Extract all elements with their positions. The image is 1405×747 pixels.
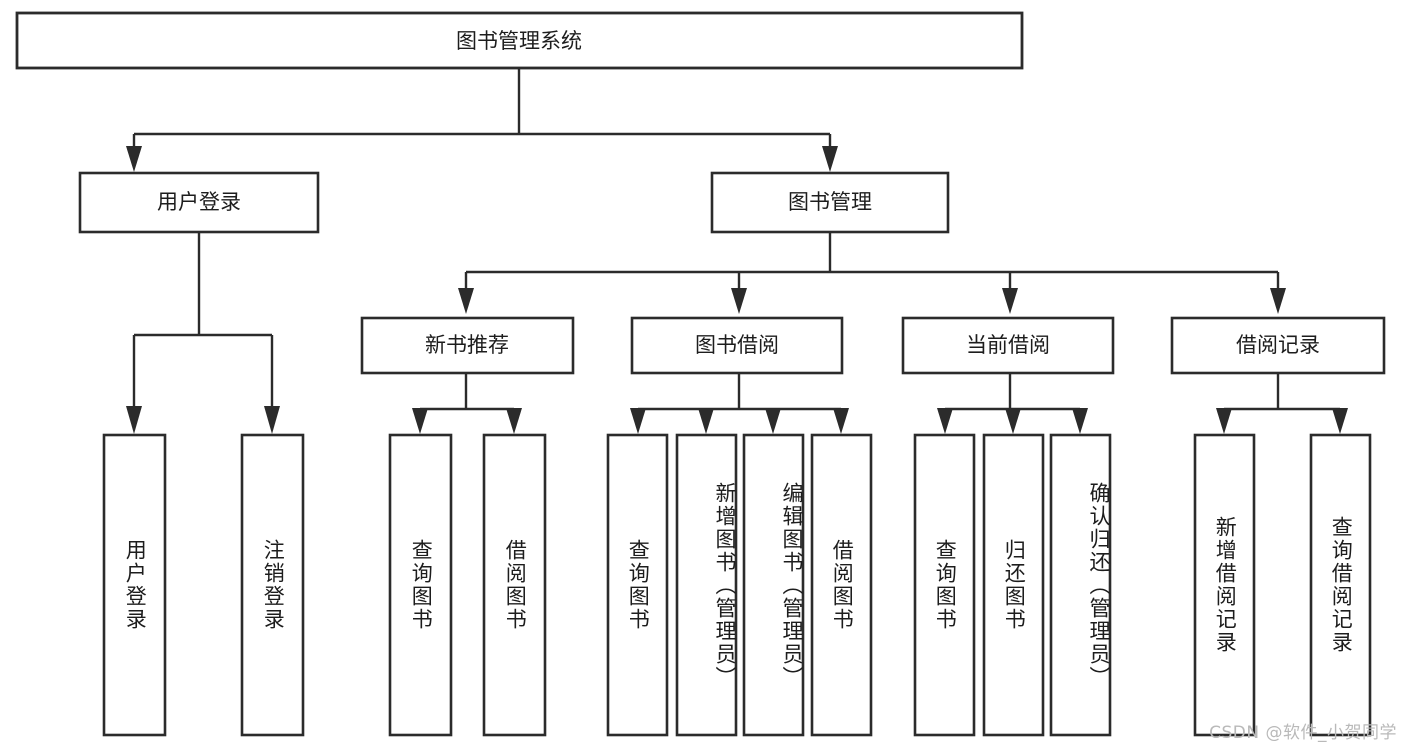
leaf-query-book-a-box[interactable]: [388, 433, 453, 737]
node-book-borrow-label: 图书借阅: [695, 333, 779, 357]
node-new-book-rec-label: 新书推荐: [425, 333, 509, 357]
leaf-borrow-book-a-box[interactable]: [482, 433, 547, 737]
arrow-head-icon: [1270, 288, 1286, 314]
arrow-head-icon: [731, 288, 747, 314]
arrow-head-icon: [458, 288, 474, 314]
connector-group-book-manage: [458, 232, 1286, 314]
leaf-box-group: [102, 433, 1372, 737]
node-borrow-record-box[interactable]: [1170, 316, 1386, 375]
arrow-head-icon: [126, 406, 142, 434]
arrow-head-icon: [1005, 408, 1021, 434]
node-book-manage-box[interactable]: [710, 171, 950, 234]
connector-group-new-book-rec: [412, 373, 522, 434]
node-root-label: 图书管理系统: [456, 29, 582, 53]
arrow-head-icon: [698, 408, 714, 434]
node-borrow-record-label: 借阅记录: [1236, 333, 1320, 357]
arrow-head-icon: [126, 146, 142, 172]
connector-group-user-login: [126, 232, 280, 434]
node-root-box[interactable]: [15, 11, 1024, 70]
leaf-add-book-box[interactable]: [675, 433, 738, 737]
node-current-borrow-box[interactable]: [901, 316, 1115, 375]
node-new-book-rec-box[interactable]: [360, 316, 575, 375]
leaf-logout-box[interactable]: [240, 433, 305, 737]
arrow-head-icon: [412, 408, 428, 434]
node-borrow-record[interactable]: 借阅记录: [1170, 316, 1386, 375]
arrow-head-icon: [1332, 408, 1348, 434]
leaf-query-record-box[interactable]: [1309, 433, 1372, 737]
arrow-head-icon: [1002, 288, 1018, 314]
connector-group-borrow-record: [1216, 373, 1348, 434]
leaf-add-record-box[interactable]: [1193, 433, 1256, 737]
leaf-edit-book-box[interactable]: [742, 433, 805, 737]
node-root[interactable]: 图书管理系统: [15, 11, 1024, 70]
arrow-head-icon: [630, 408, 646, 434]
arrow-head-icon: [937, 408, 953, 434]
node-user-login[interactable]: 用户登录: [78, 171, 320, 234]
node-book-manage-label: 图书管理: [788, 190, 872, 214]
arrow-head-icon: [1216, 408, 1232, 434]
connector-group-book-borrow: [630, 373, 849, 434]
node-current-borrow-label: 当前借阅: [966, 333, 1050, 357]
arrow-head-icon: [822, 146, 838, 172]
leaf-confirm-return-box[interactable]: [1049, 433, 1112, 737]
node-book-borrow[interactable]: 图书借阅: [630, 316, 844, 375]
arrow-head-icon: [506, 408, 522, 434]
node-book-manage[interactable]: 图书管理: [710, 171, 950, 234]
leaf-query-book-b-box[interactable]: [606, 433, 669, 737]
node-user-login-box[interactable]: [78, 171, 320, 234]
connector-group-current-borrow: [937, 373, 1088, 434]
arrow-head-icon: [264, 406, 280, 434]
node-user-login-label: 用户登录: [157, 190, 241, 214]
arrow-head-icon: [765, 408, 781, 434]
arrow-head-icon: [833, 408, 849, 434]
node-current-borrow[interactable]: 当前借阅: [901, 316, 1115, 375]
node-new-book-rec[interactable]: 新书推荐: [360, 316, 575, 375]
csdn-watermark: CSDN @软件_小贺同学: [1209, 723, 1397, 743]
leaf-query-book-c-box[interactable]: [913, 433, 976, 737]
node-book-borrow-box[interactable]: [630, 316, 844, 375]
leaf-borrow-book-b-box[interactable]: [810, 433, 873, 737]
leaf-user-login-box[interactable]: [102, 433, 167, 737]
arrow-head-icon: [1072, 408, 1088, 434]
connector-group-root: [126, 68, 838, 172]
leaf-return-book-box[interactable]: [982, 433, 1045, 737]
